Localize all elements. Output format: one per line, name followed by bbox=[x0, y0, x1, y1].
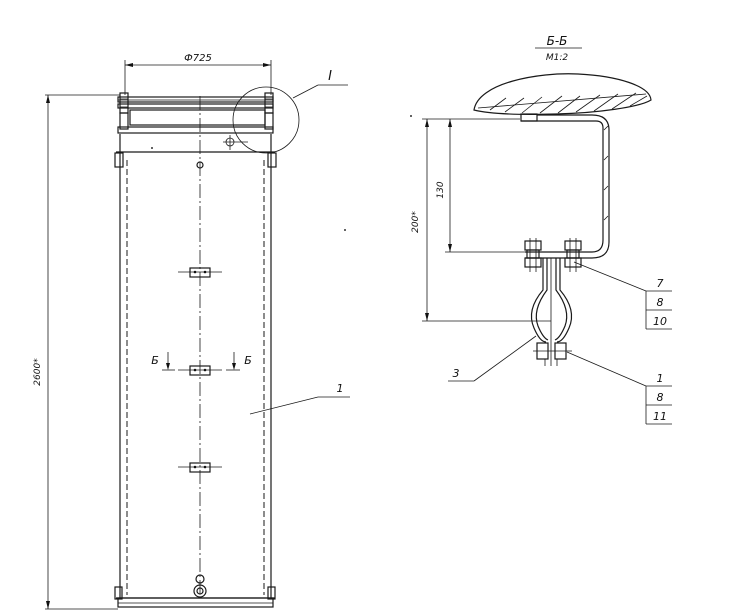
section-mark-left: Б bbox=[151, 352, 175, 371]
dimension-total: 200* bbox=[411, 118, 551, 322]
callout-lower-3: 11 bbox=[653, 410, 667, 423]
upper-bolts bbox=[524, 238, 582, 272]
wall-section bbox=[473, 73, 652, 115]
bent-bracket bbox=[520, 113, 610, 259]
callout-upper: 7 8 10 bbox=[573, 261, 672, 330]
side-lugs bbox=[114, 152, 277, 600]
callout-upper-3: 10 bbox=[653, 315, 667, 328]
support-bracket bbox=[178, 462, 222, 473]
center-axis bbox=[193, 96, 207, 598]
callout-clamp-label: 3 bbox=[453, 367, 460, 380]
dimension-upper-label: 130 bbox=[436, 181, 446, 198]
callout-upper-1: 7 bbox=[657, 277, 664, 290]
position-leader: 1 bbox=[249, 382, 350, 415]
support-bracket bbox=[178, 365, 222, 376]
callout-lower-2: 8 bbox=[657, 391, 664, 404]
section-title-text: Б-Б bbox=[547, 34, 568, 48]
section-label-left: Б bbox=[151, 354, 159, 367]
callout-lower-1: 1 bbox=[657, 372, 664, 385]
diameter-dimension: Ф725 bbox=[124, 53, 272, 95]
support-bracket bbox=[178, 267, 222, 278]
section-title: Б-Б М1:2 bbox=[535, 34, 582, 63]
position-label: 1 bbox=[337, 382, 344, 395]
callout-clamp: 3 bbox=[448, 335, 537, 382]
height-dimension: 2600* bbox=[33, 94, 120, 610]
detail-label: I bbox=[328, 69, 332, 84]
clamp bbox=[530, 258, 573, 366]
flange-bolts bbox=[119, 92, 274, 130]
detail-circle: I bbox=[223, 69, 348, 154]
dimension-upper: 130 bbox=[436, 119, 527, 253]
cylinder-body bbox=[116, 134, 275, 608]
callout-lower: 1 8 11 bbox=[566, 351, 672, 425]
main-view: Ф725 2600* bbox=[33, 53, 350, 610]
diameter-label: Ф725 bbox=[184, 53, 212, 64]
section-mark-right: Б bbox=[226, 352, 252, 371]
callout-upper-2: 8 bbox=[657, 296, 664, 309]
section-label-right: Б bbox=[244, 354, 252, 367]
height-label: 2600* bbox=[33, 358, 43, 386]
dimension-total-label: 200* bbox=[411, 211, 421, 233]
section-view: Б-Б М1:2 bbox=[410, 34, 672, 425]
section-scale: М1:2 bbox=[546, 53, 569, 63]
top-flange bbox=[117, 96, 274, 134]
